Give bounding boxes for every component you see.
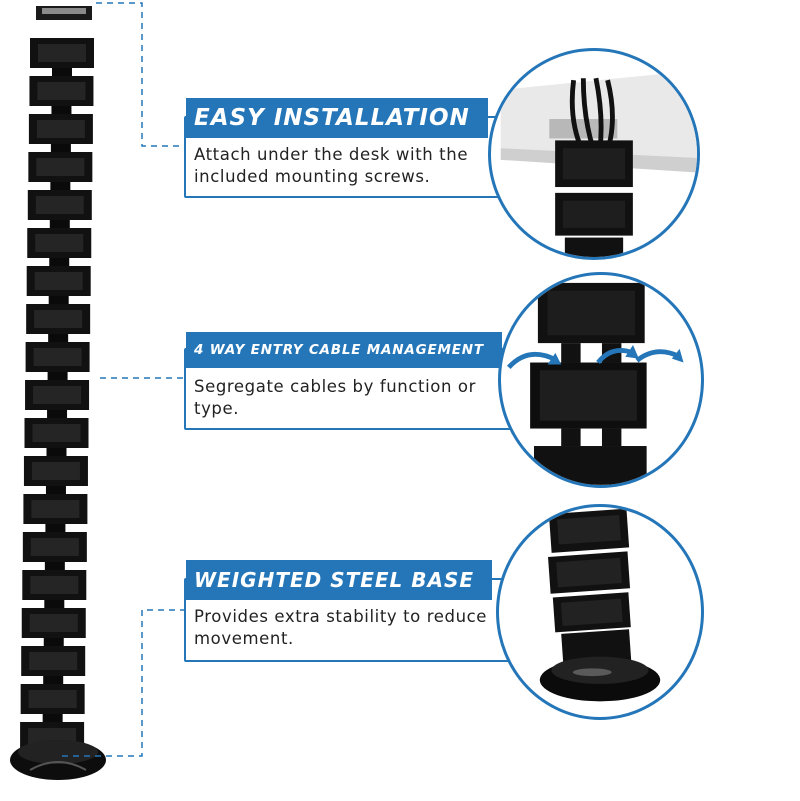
installation-detail-image bbox=[488, 48, 700, 260]
feature-card-weighted-steel-base: WEIGHTED STEEL BASE Provides extra stabi… bbox=[184, 560, 514, 662]
feature-description: Segregate cables by function or type. bbox=[194, 377, 476, 418]
base-detail-image bbox=[496, 504, 704, 720]
cable-spine-image bbox=[10, 6, 106, 780]
feature-title: WEIGHTED STEEL BASE bbox=[186, 560, 493, 600]
feature-description: Provides extra stability to reduce movem… bbox=[194, 607, 488, 648]
feature-description: Attach under the desk with the included … bbox=[194, 145, 469, 186]
feature-card-4-way-entry: 4 WAY ENTRY CABLE MANAGEMENT Segregate c… bbox=[184, 332, 514, 430]
entry-detail-image bbox=[498, 272, 704, 488]
feature-title: 4 WAY ENTRY CABLE MANAGEMENT bbox=[186, 332, 502, 368]
feature-card-easy-installation: EASY INSTALLATION Attach under the desk … bbox=[184, 98, 514, 198]
feature-title: EASY INSTALLATION bbox=[186, 98, 488, 138]
